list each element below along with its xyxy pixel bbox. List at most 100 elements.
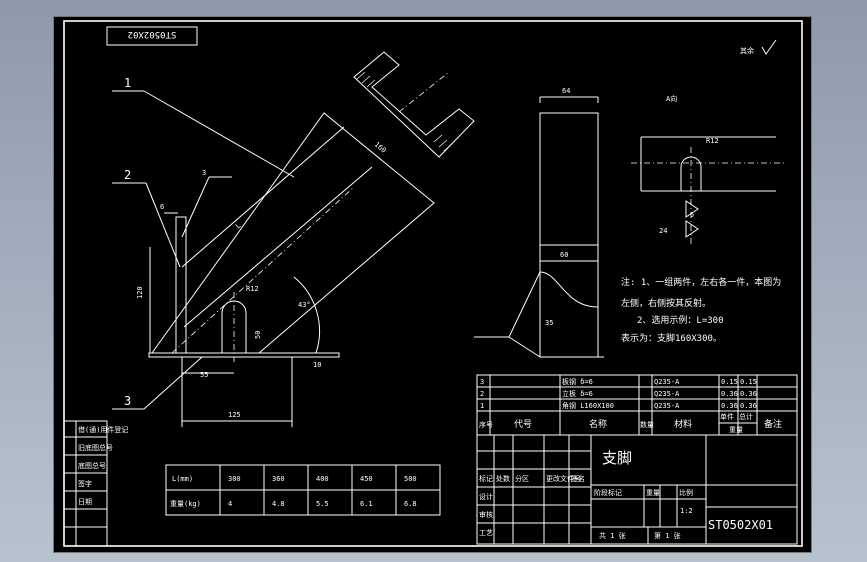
part-name: 立板 δ=6 — [562, 389, 593, 398]
part-no: 2 — [480, 390, 484, 398]
part-weight-single: 0.36 — [721, 402, 738, 410]
leader-3 — [143, 356, 203, 410]
scale-value: 1:2 — [680, 507, 693, 515]
stage-label: 阶段标记 — [594, 488, 622, 497]
length-cell: 300 — [228, 475, 241, 483]
part-weight-total: 0.36 — [740, 402, 757, 410]
change-sign: 签名 — [571, 474, 585, 483]
part-material: Q235-A — [654, 390, 680, 398]
part-weight-single: 0.36 — [721, 390, 738, 398]
angle-flange-line — [183, 166, 373, 328]
drawing-sheet: ST0502X02 其余 1 2 3 — [53, 16, 812, 553]
hdr-seq: 序号 — [479, 420, 493, 429]
left-label-review: 审核 — [479, 510, 493, 519]
weight-cell: 6.1 — [360, 500, 373, 508]
angle-body — [151, 112, 435, 354]
vertical-plate — [175, 216, 187, 354]
dim-50: 50 — [254, 331, 262, 339]
sheet-total: 共 1 张 — [599, 531, 626, 540]
dim-5: 5 — [690, 211, 694, 219]
part-name: 板钢 δ=6 — [562, 377, 593, 386]
dim-35: 35 — [545, 319, 553, 327]
weight-cell: 5.5 — [316, 500, 329, 508]
stamp-box — [106, 26, 198, 46]
note-1b: 左侧，右侧按其反射。 — [621, 297, 711, 309]
part-weight-total: 0.36 — [740, 390, 757, 398]
stamp-text: ST0502X02 — [128, 29, 177, 39]
dim-43: 43° — [298, 301, 311, 309]
hdr-weight-total: 总计 — [739, 412, 753, 421]
a-view: A向 R12 24 5 — [631, 94, 784, 245]
side-strip: 借(通)用件登记 旧底图总号 底图总号 签字 日期 — [63, 420, 128, 547]
angle-arc — [293, 276, 320, 354]
side-plate — [539, 112, 599, 358]
dim-120: 120 — [136, 286, 144, 299]
hdr-weight-single: 单件 — [720, 412, 734, 421]
left-label-design: 设计 — [479, 492, 493, 501]
side-view: 64 60 35 — [474, 87, 604, 358]
strip-4: 签字 — [78, 479, 92, 488]
dim-10: 10 — [313, 361, 321, 369]
part-no: 1 — [480, 402, 484, 410]
drawing-number: ST0502X01 — [708, 518, 773, 532]
weight-cell: 4.8 — [272, 500, 285, 508]
weight-label: 重量 — [646, 489, 660, 497]
strip-1: 借(通)用件登记 — [78, 425, 128, 434]
left-label-mark: 标记 — [479, 474, 493, 483]
dim-6: 6 — [160, 203, 164, 211]
weight-cell: 4 — [228, 500, 232, 508]
drawing-name: 支脚 — [602, 449, 632, 467]
scale-label: 比例 — [679, 488, 693, 497]
leader-2 — [145, 182, 181, 268]
part-no: 3 — [480, 378, 484, 386]
note-2: 2、选用示例：L=300 — [637, 314, 724, 326]
sheet-no: 第 1 张 — [654, 531, 681, 540]
dim-24: 24 — [659, 227, 667, 235]
callout-3: 3 — [124, 394, 131, 408]
change-zone: 分区 — [515, 474, 529, 483]
angle-inner-line — [181, 126, 345, 268]
table-header-weight: 重量(kg) — [170, 500, 201, 508]
length-cell: 360 — [272, 475, 285, 483]
dim-R12: R12 — [246, 285, 259, 293]
dim-125: 125 — [228, 411, 241, 419]
hdr-code: 代号 — [514, 419, 532, 430]
base-plate — [148, 352, 340, 358]
length-cell: 450 — [360, 475, 373, 483]
dim-R12-a: R12 — [706, 137, 719, 145]
change-doc: 更改文件号 — [546, 474, 581, 483]
left-label-process: 工艺 — [479, 529, 493, 537]
callout-1: 1 — [124, 76, 131, 90]
angle-centerline — [171, 186, 355, 354]
note-1: 注: 1、一组两件，左右各一件，本图为 — [621, 276, 781, 288]
strip-3: 底图总号 — [78, 461, 106, 470]
strip-5: 日期 — [78, 498, 92, 506]
callout-2: 2 — [124, 168, 131, 182]
side-leader — [474, 271, 541, 338]
part-material: Q235-A — [654, 402, 680, 410]
part-weight-single: 0.15 — [721, 378, 738, 386]
part-weight-total: 0.15 — [740, 378, 757, 386]
hdr-name: 名称 — [589, 418, 607, 430]
channel-centerline — [398, 71, 450, 113]
main-view: 1 2 3 3 6 160 L 120 R12 50 43° 55 125 10 — [112, 51, 475, 427]
part-name: 角钢 L160X100 — [562, 401, 614, 410]
view-label: A向 — [666, 94, 677, 103]
hdr-qty: 数量 — [640, 420, 654, 429]
weld-size-3: 3 — [202, 169, 206, 177]
hdr-material: 材料 — [674, 418, 692, 430]
tech-notes: 注: 1、一组两件，左右各一件，本图为 左侧，右侧按其反射。 2、选用示例：L=… — [621, 276, 781, 344]
part-material: Q235-A — [654, 378, 680, 386]
length-cell: 400 — [316, 475, 329, 483]
weight-cell: 6.8 — [404, 500, 417, 508]
leader-1 — [143, 90, 295, 178]
dim-60: 60 — [560, 251, 568, 259]
dim-55: 55 — [200, 371, 208, 379]
strip-2: 旧底图总号 — [78, 443, 113, 452]
hdr-weight: 重量 — [729, 426, 743, 434]
weld-symbol — [685, 200, 699, 238]
dim-160: 160 — [373, 140, 388, 154]
roughness-icon — [761, 39, 777, 55]
